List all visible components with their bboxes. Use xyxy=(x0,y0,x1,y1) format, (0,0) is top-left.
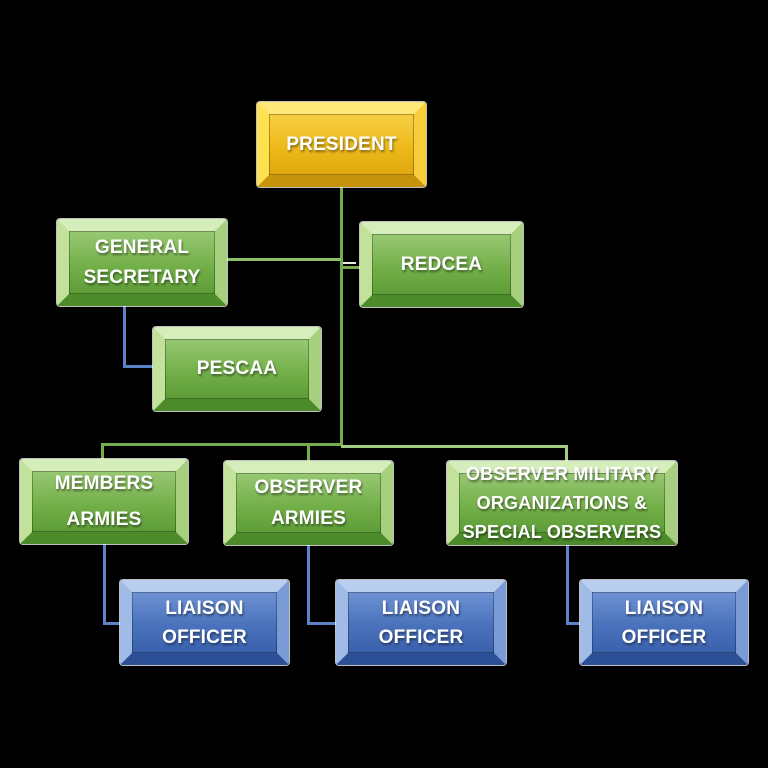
node-liaison-officer-3-line1: LIAISON xyxy=(624,597,704,619)
node-members-armies-line2: ARMIES xyxy=(66,508,142,530)
node-liaison-officer-1: LIAISON OFFICER xyxy=(120,580,289,665)
connector-junction-tick xyxy=(343,262,356,264)
node-general-secretary-label: GENERAL SECRETARY xyxy=(84,233,201,293)
node-president-label: PRESIDENT xyxy=(286,130,397,160)
connector-liaison2-v xyxy=(307,545,310,625)
connector-pescaa-v xyxy=(123,306,126,368)
node-liaison-officer-2-line1: LIAISON xyxy=(381,597,461,619)
connector-pescaa-h xyxy=(123,365,154,368)
node-liaison-officer-2-face: LIAISON OFFICER xyxy=(348,592,494,653)
node-pescaa-face: PESCAA xyxy=(165,339,309,399)
node-observer-military-label: OBSERVER MILITARY ORGANIZATIONS & SPECIA… xyxy=(463,460,662,547)
node-president-face: PRESIDENT xyxy=(269,114,414,175)
node-observer-military: OBSERVER MILITARY ORGANIZATIONS & SPECIA… xyxy=(447,461,677,545)
node-liaison-officer-1-line1: LIAISON xyxy=(165,597,244,619)
node-liaison-officer-1-line2: OFFICER xyxy=(162,626,247,648)
node-redcea: REDCEA xyxy=(360,222,523,307)
node-redcea-label: REDCEA xyxy=(401,250,482,280)
connector-branch-right-h xyxy=(341,445,568,448)
node-members-armies-label: MEMBERS ARMIES xyxy=(55,466,154,538)
node-liaison-officer-3: LIAISON OFFICER xyxy=(580,580,748,665)
node-members-armies-face: MEMBERS ARMIES xyxy=(32,471,176,532)
connector-liaison1-h xyxy=(103,622,121,625)
node-observer-military-face: OBSERVER MILITARY ORGANIZATIONS & SPECIA… xyxy=(459,464,665,542)
node-liaison-officer-2-line2: OFFICER xyxy=(378,626,464,648)
connector-liaison3-v xyxy=(566,545,569,625)
node-liaison-officer-1-label: LIAISON OFFICER xyxy=(162,594,247,652)
connector-liaison3-h xyxy=(566,622,581,625)
node-president: PRESIDENT xyxy=(257,102,426,187)
node-pescaa-label: PESCAA xyxy=(197,354,277,384)
node-general-secretary-line1: GENERAL xyxy=(94,236,190,258)
node-liaison-officer-2: LIAISON OFFICER xyxy=(336,580,506,665)
node-observer-military-line1: OBSERVER MILITARY xyxy=(465,463,659,484)
node-pescaa-line1: PESCAA xyxy=(196,358,278,379)
node-liaison-officer-1-face: LIAISON OFFICER xyxy=(132,592,277,653)
node-redcea-face: REDCEA xyxy=(372,234,511,295)
connector-president-trunk xyxy=(340,187,343,445)
node-liaison-officer-3-line2: OFFICER xyxy=(621,626,707,648)
node-observer-armies-face: OBSERVER ARMIES xyxy=(236,473,381,533)
node-observer-military-line3: SPECIAL OBSERVERS xyxy=(462,521,662,542)
connector-observer-military-v xyxy=(565,445,568,462)
node-general-secretary: GENERAL SECRETARY xyxy=(57,219,227,306)
connector-members-armies-v xyxy=(101,443,104,460)
node-liaison-officer-2-label: LIAISON OFFICER xyxy=(379,594,464,652)
node-observer-armies-label: OBSERVER ARMIES xyxy=(255,472,363,534)
connector-liaison1-v xyxy=(103,544,106,625)
node-general-secretary-line2: SECRETARY xyxy=(83,266,201,288)
node-redcea-line1: REDCEA xyxy=(400,253,483,275)
node-observer-armies: OBSERVER ARMIES xyxy=(224,461,393,545)
node-general-secretary-face: GENERAL SECRETARY xyxy=(69,231,215,294)
node-president-line1: PRESIDENT xyxy=(286,133,397,155)
node-pescaa: PESCAA xyxy=(153,327,321,411)
node-members-armies-line1: MEMBERS xyxy=(54,472,154,494)
node-observer-armies-line1: OBSERVER xyxy=(254,477,363,498)
connector-branch-left-h xyxy=(101,443,343,446)
node-liaison-officer-3-label: LIAISON OFFICER xyxy=(622,594,707,652)
node-observer-military-line2: ORGANIZATIONS & xyxy=(476,492,648,513)
connector-redcea-h xyxy=(341,266,360,269)
node-observer-armies-line2: ARMIES xyxy=(270,508,347,529)
node-members-armies: MEMBERS ARMIES xyxy=(20,459,188,544)
connector-general-secretary-h xyxy=(227,258,341,261)
connector-observer-armies-v xyxy=(307,443,310,462)
connector-liaison2-h xyxy=(307,622,337,625)
node-liaison-officer-3-face: LIAISON OFFICER xyxy=(592,592,736,653)
